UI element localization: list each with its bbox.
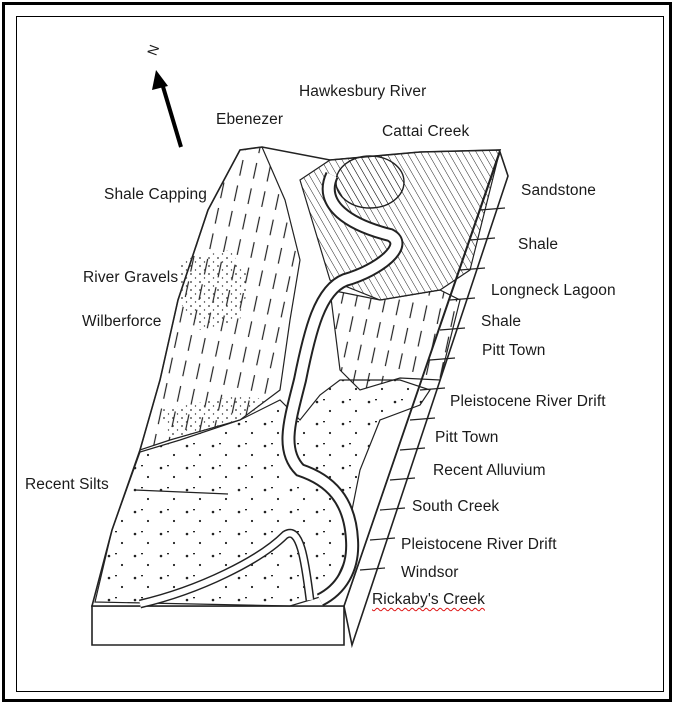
label-recent-silts: Recent Silts: [25, 477, 109, 493]
label-shale-capping: Shale Capping: [104, 187, 207, 203]
label-shale-upper: Shale: [518, 237, 558, 253]
rickabys-creek-text: Rickaby's Creek: [372, 591, 485, 608]
label-pleistocene-drift-upper: Pleistocene River Drift: [450, 394, 606, 410]
label-south-creek: South Creek: [412, 499, 499, 515]
label-shale-lower: Shale: [481, 314, 521, 330]
label-longneck-lagoon: Longneck Lagoon: [491, 283, 616, 299]
north-arrow: [152, 70, 181, 147]
label-pleistocene-drift-lower: Pleistocene River Drift: [401, 537, 557, 553]
label-windsor: Windsor: [401, 565, 459, 581]
label-cattai-creek: Cattai Creek: [382, 124, 469, 140]
label-pitt-town-lower: Pitt Town: [435, 430, 499, 446]
label-ebenezer: Ebenezer: [216, 112, 283, 128]
label-hawkesbury-river: Hawkesbury River: [299, 84, 426, 100]
label-rickabys-creek: Rickaby's Creek: [372, 592, 485, 608]
label-sandstone: Sandstone: [521, 183, 596, 199]
label-pitt-town-upper: Pitt Town: [482, 343, 546, 359]
label-wilberforce: Wilberforce: [82, 314, 161, 330]
label-recent-alluvium: Recent Alluvium: [433, 463, 546, 479]
label-river-gravels: River Gravels: [83, 270, 178, 286]
